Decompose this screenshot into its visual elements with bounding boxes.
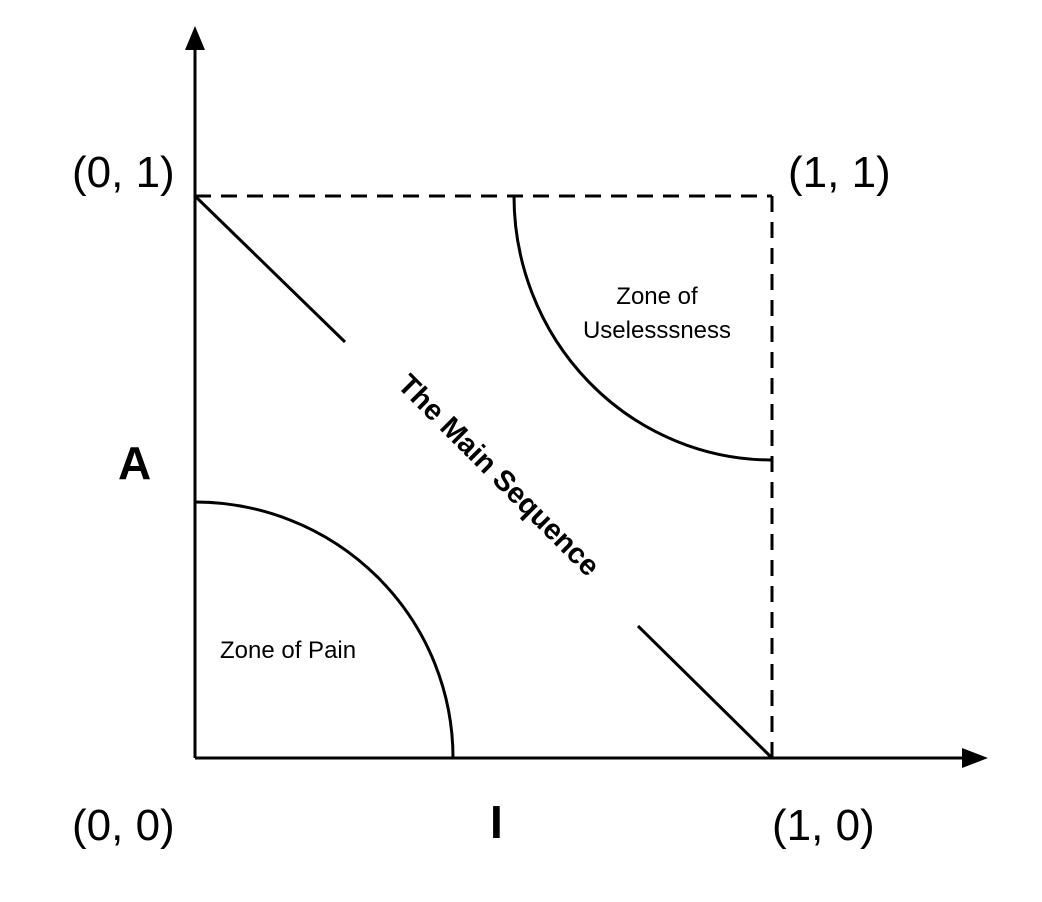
main-sequence-label: The Main Sequence xyxy=(391,369,605,583)
corner-label-top-left: (0, 1) xyxy=(72,148,175,197)
corner-label-top-right: (1, 1) xyxy=(788,148,891,197)
zone-of-pain-arc xyxy=(194,500,455,759)
zone-of-uselessness-label-line2: Uselesssness xyxy=(583,317,731,344)
y-axis-arrowhead xyxy=(185,26,205,50)
x-axis-label: I xyxy=(490,796,503,848)
corner-label-bottom-right: (1, 0) xyxy=(772,801,875,850)
y-axis-label: A xyxy=(118,437,151,489)
x-axis-arrowhead xyxy=(962,748,988,768)
main-sequence-line-upper xyxy=(193,194,347,344)
zone-of-uselessness-arc xyxy=(512,195,773,462)
zone-of-uselessness-label-line1: Zone of xyxy=(616,283,698,310)
main-sequence-line-lower xyxy=(636,624,774,760)
zone-of-pain-label: Zone of Pain xyxy=(220,637,356,664)
corner-label-bottom-left: (0, 0) xyxy=(72,801,175,850)
